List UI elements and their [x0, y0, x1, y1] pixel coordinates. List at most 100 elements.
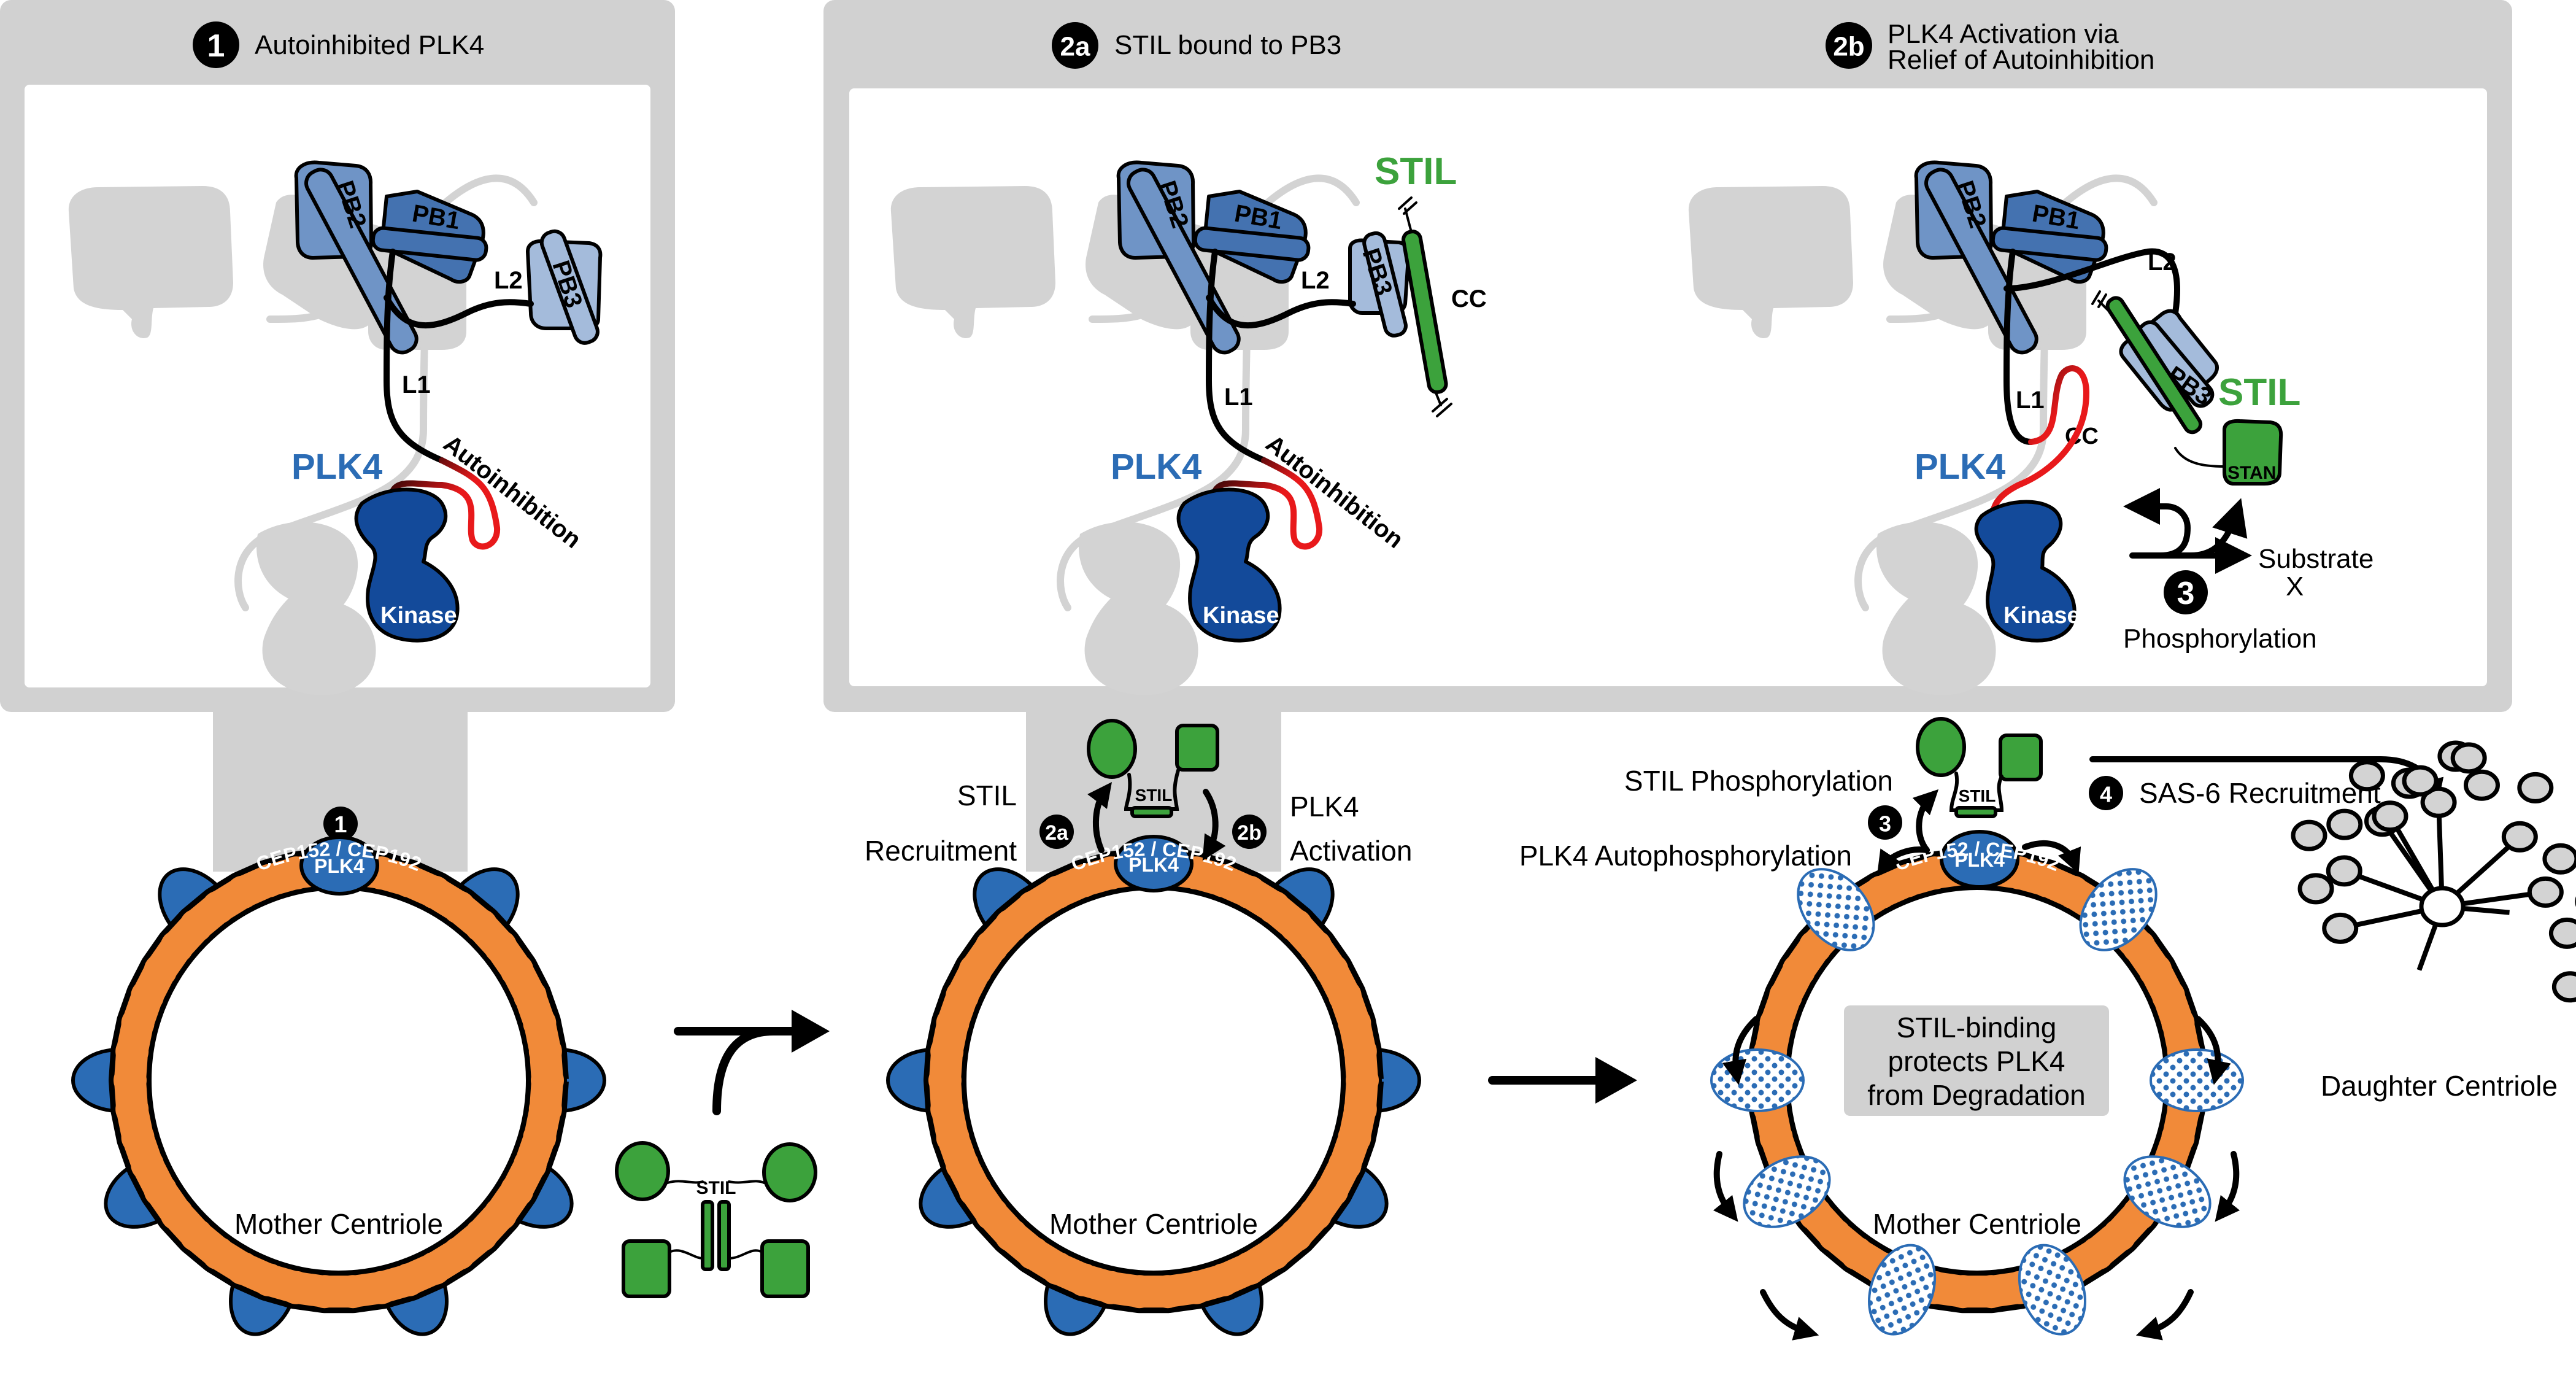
kinase-domain — [354, 487, 460, 643]
autoinhibitory-linker — [390, 457, 501, 550]
centriole-3: PLK4 CEP152 / CEP192 STIL 3 STIL Phospho… — [1519, 717, 2444, 1341]
step-arrow-2-head — [1595, 1057, 1637, 1104]
step-arrow-1-head — [792, 1010, 830, 1053]
sas6-head — [2450, 742, 2487, 774]
sas6-head — [2322, 912, 2359, 944]
plk4-protein-label-2a: PLK4 — [1111, 447, 1201, 487]
diffusion-arrow — [2195, 1016, 2231, 1085]
sas6-head — [2548, 917, 2576, 949]
degraded-plk4-oval — [2123, 1155, 2212, 1228]
cc-label-2a: CC — [1451, 285, 1487, 312]
pb1-domain: PB1 — [371, 190, 488, 284]
daughter-centriole: Daughter Centriole — [2291, 740, 2576, 1102]
sas6-badge-text: 4 — [2100, 782, 2112, 807]
sas6-head — [2326, 808, 2363, 840]
kinase-label-2b: Kinase — [2003, 603, 2080, 629]
plk4-protein-label-2b: PLK4 — [1915, 447, 2005, 487]
mother-centriole-label-c3: Mother Centriole — [1873, 1208, 2081, 1240]
activation-label-line1: PLK4 — [1290, 791, 1359, 823]
l2-linker — [384, 295, 534, 329]
stil-joining-arrow-curve — [712, 1027, 777, 1115]
activation-badge — [1232, 815, 1267, 849]
panel-1-badge-text: 1 — [207, 28, 225, 64]
panel-1-autoinhibited: 1 Autoinhibited PLK4 PB2 PB1 PB3 L2 L1 A… — [0, 0, 675, 872]
phosphorylation-inset: Substrate X 3 Phosphorylation — [2123, 488, 2374, 654]
protection-note-box — [1844, 1005, 2109, 1116]
centriole-1-badge — [323, 807, 358, 841]
stil-cc-domain — [1402, 230, 1448, 394]
recruitment-label-line1: STIL — [957, 780, 1017, 811]
plk4-label-c1: PLK4 — [314, 855, 364, 877]
ring-body — [114, 853, 563, 1308]
sas6-head — [2291, 819, 2327, 851]
mother-centriole-label-c1: Mother Centriole — [234, 1208, 443, 1240]
sas6-head — [2348, 760, 2385, 792]
free-stil-label: STIL — [696, 1178, 736, 1198]
stil-on-centriole-2: STIL — [1087, 719, 1219, 818]
protection-note-line2: protects PLK4 — [1888, 1045, 2065, 1077]
degraded-plk4-oval — [1868, 1244, 1937, 1336]
stil-phosphorylation-arrow-c3 — [1912, 789, 1939, 853]
panel-2b-title-line2: Relief of Autoinhibition — [1888, 45, 2154, 75]
diffusion-arrow — [1760, 1289, 1819, 1341]
plk4-label-c2: PLK4 — [1128, 854, 1179, 876]
stan-domain — [2223, 419, 2283, 486]
stil-phosphorylation-badge-text: 3 — [1879, 811, 1891, 837]
sas6-head — [2551, 971, 2576, 1003]
l1-label: L1 — [402, 371, 431, 398]
diffusion-arrows — [1713, 1016, 2240, 1341]
l2-label-2b: L2 — [2148, 249, 2177, 276]
recruitment-label-line2: Recruitment — [865, 835, 1017, 867]
stil-label-2a: STIL — [1375, 150, 1457, 193]
stil-phosphorylation-arrow — [2188, 498, 2248, 559]
diffusion-arrow — [1722, 1016, 1759, 1085]
panel-2b-badge — [1826, 22, 1872, 69]
stil-label-c2: STIL — [1135, 786, 1173, 805]
phosphorylation-badge-text: 3 — [2177, 576, 2195, 611]
sas6-cartwheel — [2291, 740, 2576, 1003]
activation-badge-text: 2b — [1237, 821, 1262, 845]
sas6-head — [2501, 821, 2538, 853]
ring-body — [928, 853, 1378, 1308]
freed-autoinhibitory-linker — [1990, 365, 2090, 516]
l1-linker — [383, 249, 445, 463]
l1-label-2b: L1 — [2016, 387, 2045, 414]
recruitment-badge — [1039, 815, 1074, 849]
stil-phosphorylation-badge — [1868, 805, 1902, 840]
sas6-head — [2297, 873, 2334, 905]
mother-centriole-label-c2: Mother Centriole — [1049, 1208, 1258, 1240]
stil-label-2b: STIL — [2218, 371, 2300, 414]
substrate-label-line2: X — [2286, 571, 2304, 602]
sas6-head — [2517, 772, 2554, 803]
recruitment-badge-text: 2a — [1045, 821, 1069, 845]
substrate-label-line1: Substrate — [2258, 544, 2374, 574]
degraded-plk4-oval — [1710, 1048, 1805, 1112]
free-stil-dimer: STIL — [615, 1010, 830, 1298]
stil-on-centriole-3: STIL — [1916, 717, 2043, 818]
daughter-centriole-label: Daughter Centriole — [2321, 1070, 2558, 1102]
mother-centriole-ring — [71, 847, 606, 1336]
stan-label: STAN — [2227, 463, 2276, 483]
sas6-badge — [2089, 776, 2123, 810]
panel-2a-badge — [1052, 22, 1098, 69]
activation-arrow — [1202, 789, 1226, 861]
l1-label-2a: L1 — [1224, 384, 1253, 411]
sas6-head — [2402, 765, 2439, 797]
recruitment-arrow — [1087, 781, 1112, 853]
autophosphorylation-arrow — [2123, 488, 2191, 559]
degraded-plk4-oval — [1797, 868, 1875, 951]
stil-cc-domain-2b — [2105, 296, 2203, 435]
sas6-head — [2463, 769, 2500, 801]
degraded-plk4-oval — [2150, 1048, 2244, 1112]
pb3-domain: PB3 — [526, 229, 603, 345]
plk4-label-c3: PLK4 — [1954, 849, 2005, 871]
activation-label-line2: Activation — [1290, 835, 1412, 867]
plk4-on-centriole-2 — [1114, 835, 1194, 892]
panel-1-title: Autoinhibited PLK4 — [255, 30, 484, 60]
degraded-plk4-oval — [2018, 1244, 2086, 1336]
sas6-head — [2372, 800, 2408, 832]
protection-note-line1: STIL-binding — [1897, 1012, 2057, 1043]
sas6-head — [2542, 843, 2576, 875]
plk4-on-centriole-3 — [1940, 830, 2019, 889]
autophosphorylation-label: PLK4 Autophosphorylation — [1519, 840, 1852, 872]
